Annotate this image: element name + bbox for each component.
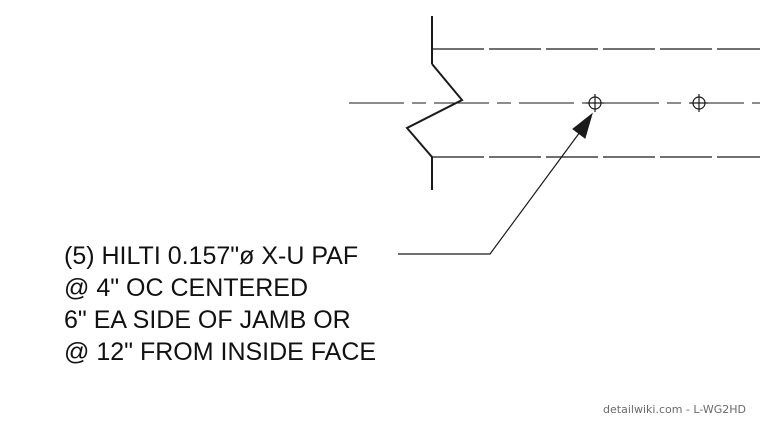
callout-line-1: (5) HILTI 0.157"ø X-U PAF (64, 242, 358, 270)
fastener-2 (690, 94, 708, 112)
member-edges (432, 48, 760, 158)
break-line (405, 16, 464, 190)
leader-arrowhead (572, 112, 593, 139)
callout-line-2: @ 4" OC CENTERED (64, 274, 308, 302)
watermark: detailwiki.com - L-WG2HD (603, 403, 746, 416)
leader (398, 112, 593, 255)
leader-line (398, 131, 581, 255)
callout-line-4: @ 12" FROM INSIDE FACE (64, 338, 376, 366)
fastener-1 (586, 94, 604, 112)
callout-line-3: 6" EA SIDE OF JAMB OR (64, 306, 351, 334)
callout-note: (5) HILTI 0.157"ø X-U PAF @ 4" OC CENTER… (64, 242, 376, 366)
break-line-zigzag (405, 63, 464, 158)
